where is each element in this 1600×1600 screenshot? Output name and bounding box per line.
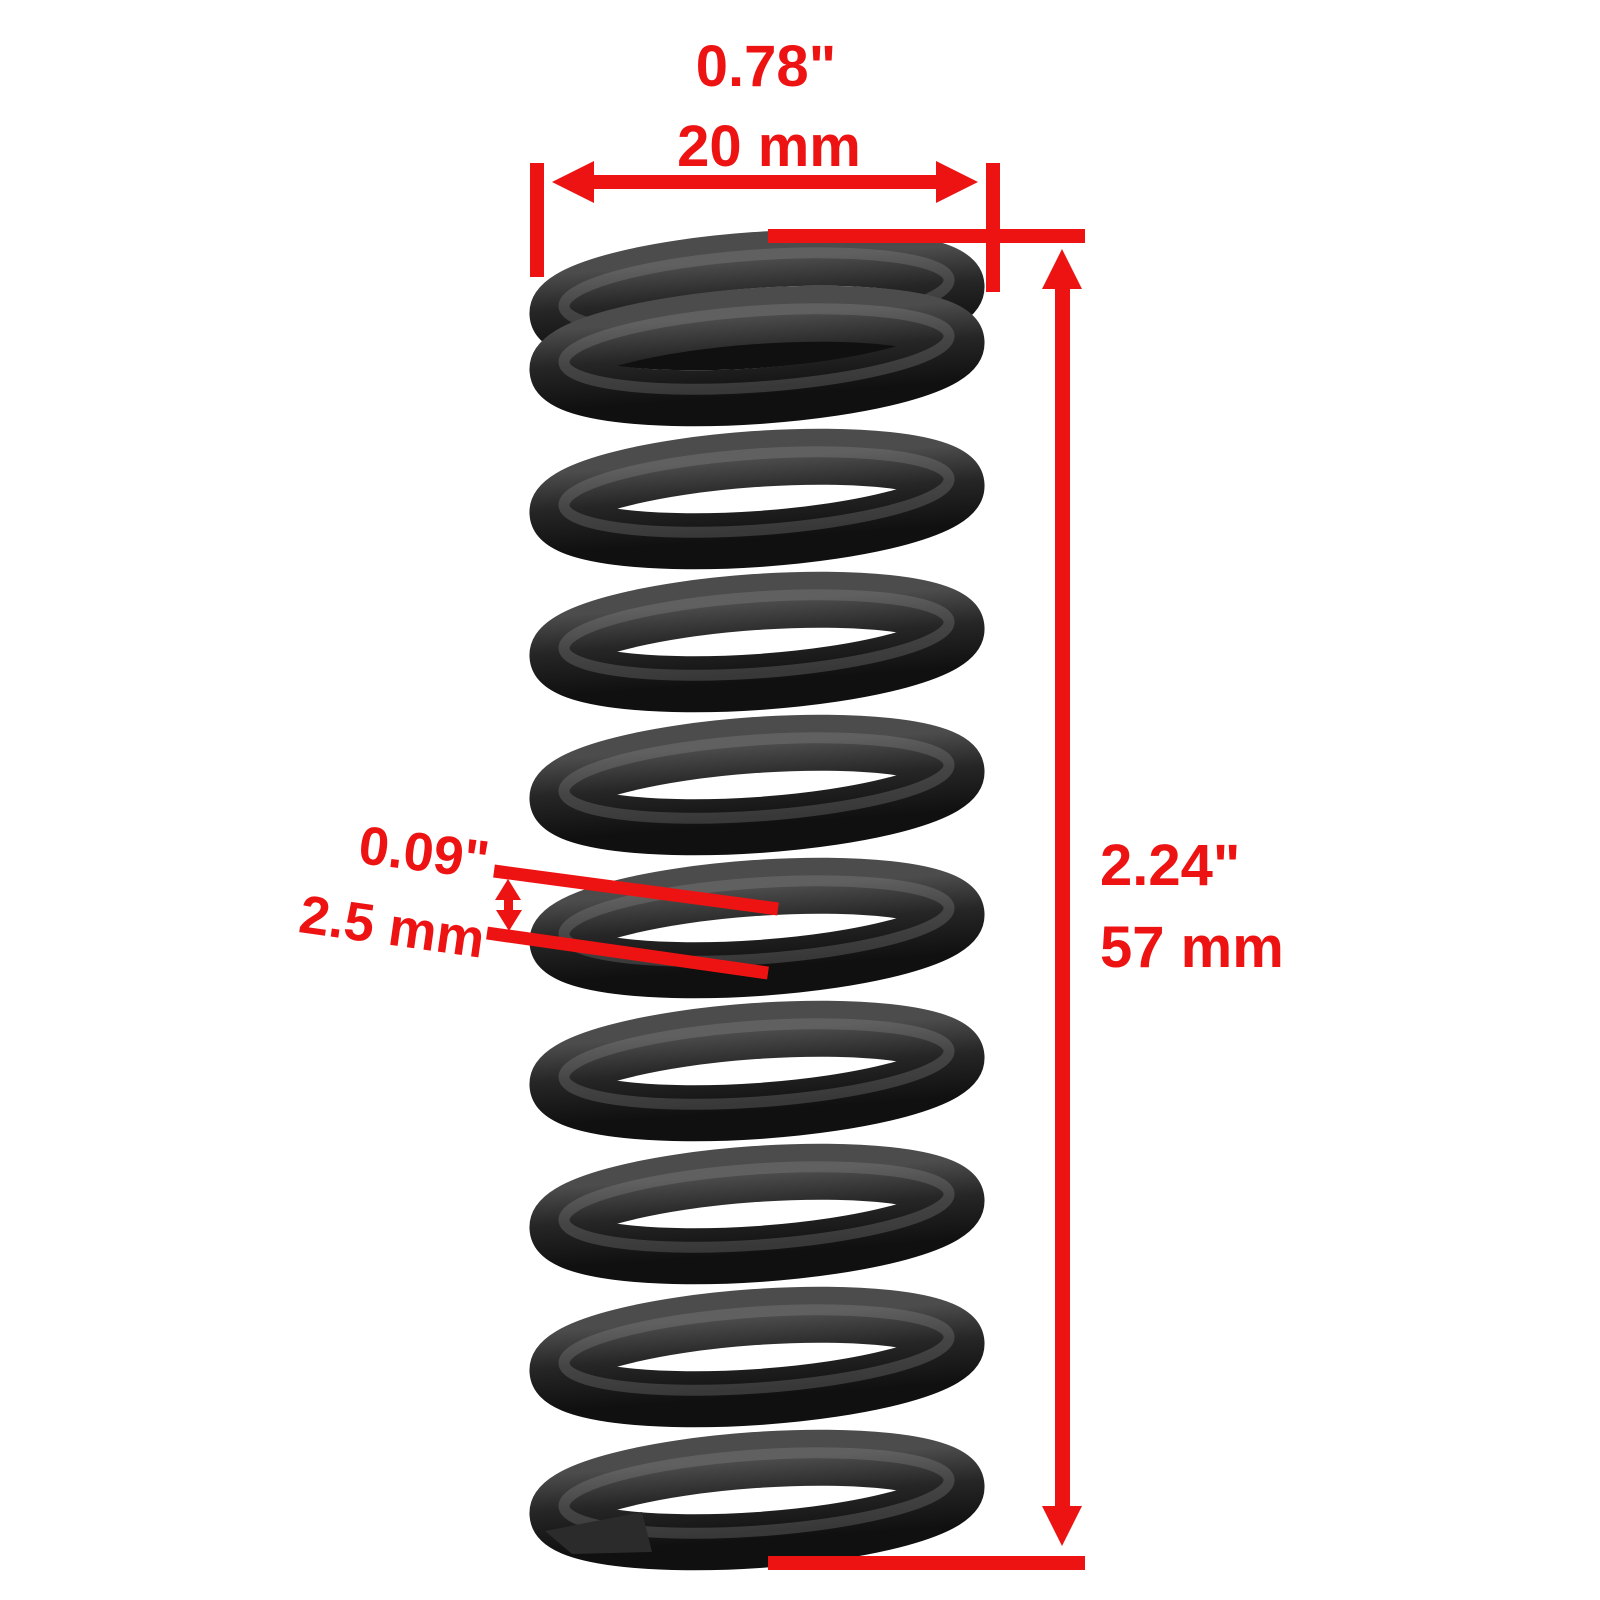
wire-arrow-shaft xyxy=(504,894,513,916)
wire-arrowhead-down xyxy=(496,910,522,931)
od-right-tick xyxy=(986,163,1000,292)
spring-coil xyxy=(529,714,985,856)
free-length-dimension xyxy=(768,229,1085,1570)
spring-coil xyxy=(529,428,985,570)
spring-coil xyxy=(529,1286,985,1428)
od-arrowhead-right xyxy=(936,161,978,203)
wire-diameter-inches-label: 0.09" xyxy=(355,815,493,891)
outer-diameter-inches-label: 0.78" xyxy=(695,34,837,99)
length-arrowhead-down xyxy=(1042,1506,1082,1546)
length-arrowhead-up xyxy=(1042,249,1082,289)
coil-spring-photo xyxy=(529,229,985,1571)
outer-diameter-metric-label: 20 mm xyxy=(677,114,861,179)
length-bottom-reference-line xyxy=(768,1556,1085,1570)
free-length-metric-label: 57 mm xyxy=(1100,915,1284,980)
spring-coil xyxy=(529,1000,985,1142)
spring-wire-end xyxy=(545,1512,652,1554)
wire-bottom-line xyxy=(486,926,769,980)
od-left-tick xyxy=(530,163,544,277)
spring-coil xyxy=(529,285,985,427)
spring-coil xyxy=(529,571,985,713)
spring-coil xyxy=(529,1143,985,1285)
wire-arrowhead-up xyxy=(495,879,521,900)
od-arrow-shaft xyxy=(586,175,946,189)
free-length-inches-label: 2.24" xyxy=(1100,833,1241,898)
length-top-reference-line xyxy=(768,229,1085,243)
spring-coil xyxy=(529,1429,985,1571)
length-arrow-shaft xyxy=(1055,280,1070,1512)
od-arrowhead-left xyxy=(552,161,594,203)
wire-diameter-dimension xyxy=(486,864,779,980)
wire-top-line xyxy=(493,864,779,916)
dimension-overlay xyxy=(486,161,1085,1570)
outer-diameter-dimension xyxy=(530,161,1000,292)
